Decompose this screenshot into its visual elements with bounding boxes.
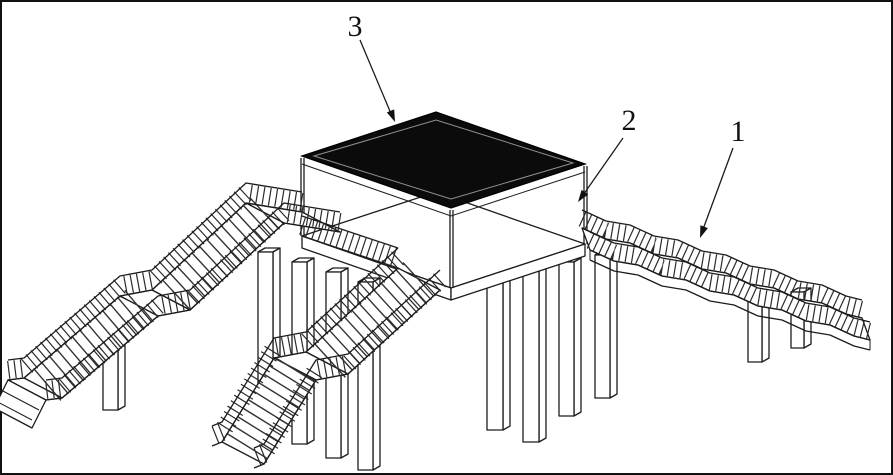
callout-1: 1 xyxy=(700,115,746,238)
left-stair-near-railing xyxy=(44,202,342,401)
callout-2: 2 xyxy=(578,104,637,202)
left-stair-far-railing xyxy=(6,182,304,381)
center-staircase xyxy=(208,247,447,469)
leader-line-3 xyxy=(359,39,393,117)
part-label-2: 2 xyxy=(622,104,637,137)
right-walkway-fascia xyxy=(589,259,871,351)
part-label-1: 1 xyxy=(731,115,746,148)
canopy-roof xyxy=(299,111,588,209)
leader-line-2 xyxy=(580,137,624,199)
left-stair-lower-steps xyxy=(29,290,153,404)
leader-arrowhead-2 xyxy=(578,189,589,202)
annotations: 3 2 1 xyxy=(348,10,746,238)
center-stair-near-railing xyxy=(250,269,447,469)
right-walkway-near-railing xyxy=(586,231,872,341)
canopy xyxy=(299,111,588,217)
canopy-post-front xyxy=(449,210,454,288)
right-stepped-walkway xyxy=(578,209,872,351)
canopy-roof-frame xyxy=(312,119,575,200)
callout-3: 3 xyxy=(348,10,395,122)
leader-arrowhead-1 xyxy=(700,225,708,238)
right-walkway-far-railing xyxy=(578,209,864,319)
support-pier xyxy=(594,250,618,399)
support-pier xyxy=(522,265,547,443)
left-stair-upper-steps xyxy=(156,197,280,316)
leader-arrowhead-3 xyxy=(386,109,395,122)
support-pier xyxy=(558,257,582,417)
center-stair-far-railing xyxy=(208,247,405,447)
canopy-fascia xyxy=(301,163,586,217)
platform-fascia-right xyxy=(450,243,586,301)
center-stair-upper-steps xyxy=(311,262,435,380)
left-ground-landing xyxy=(0,379,47,429)
leader-line-1 xyxy=(701,147,734,233)
left-staircase xyxy=(0,182,342,429)
part-label-3: 3 xyxy=(348,10,363,43)
